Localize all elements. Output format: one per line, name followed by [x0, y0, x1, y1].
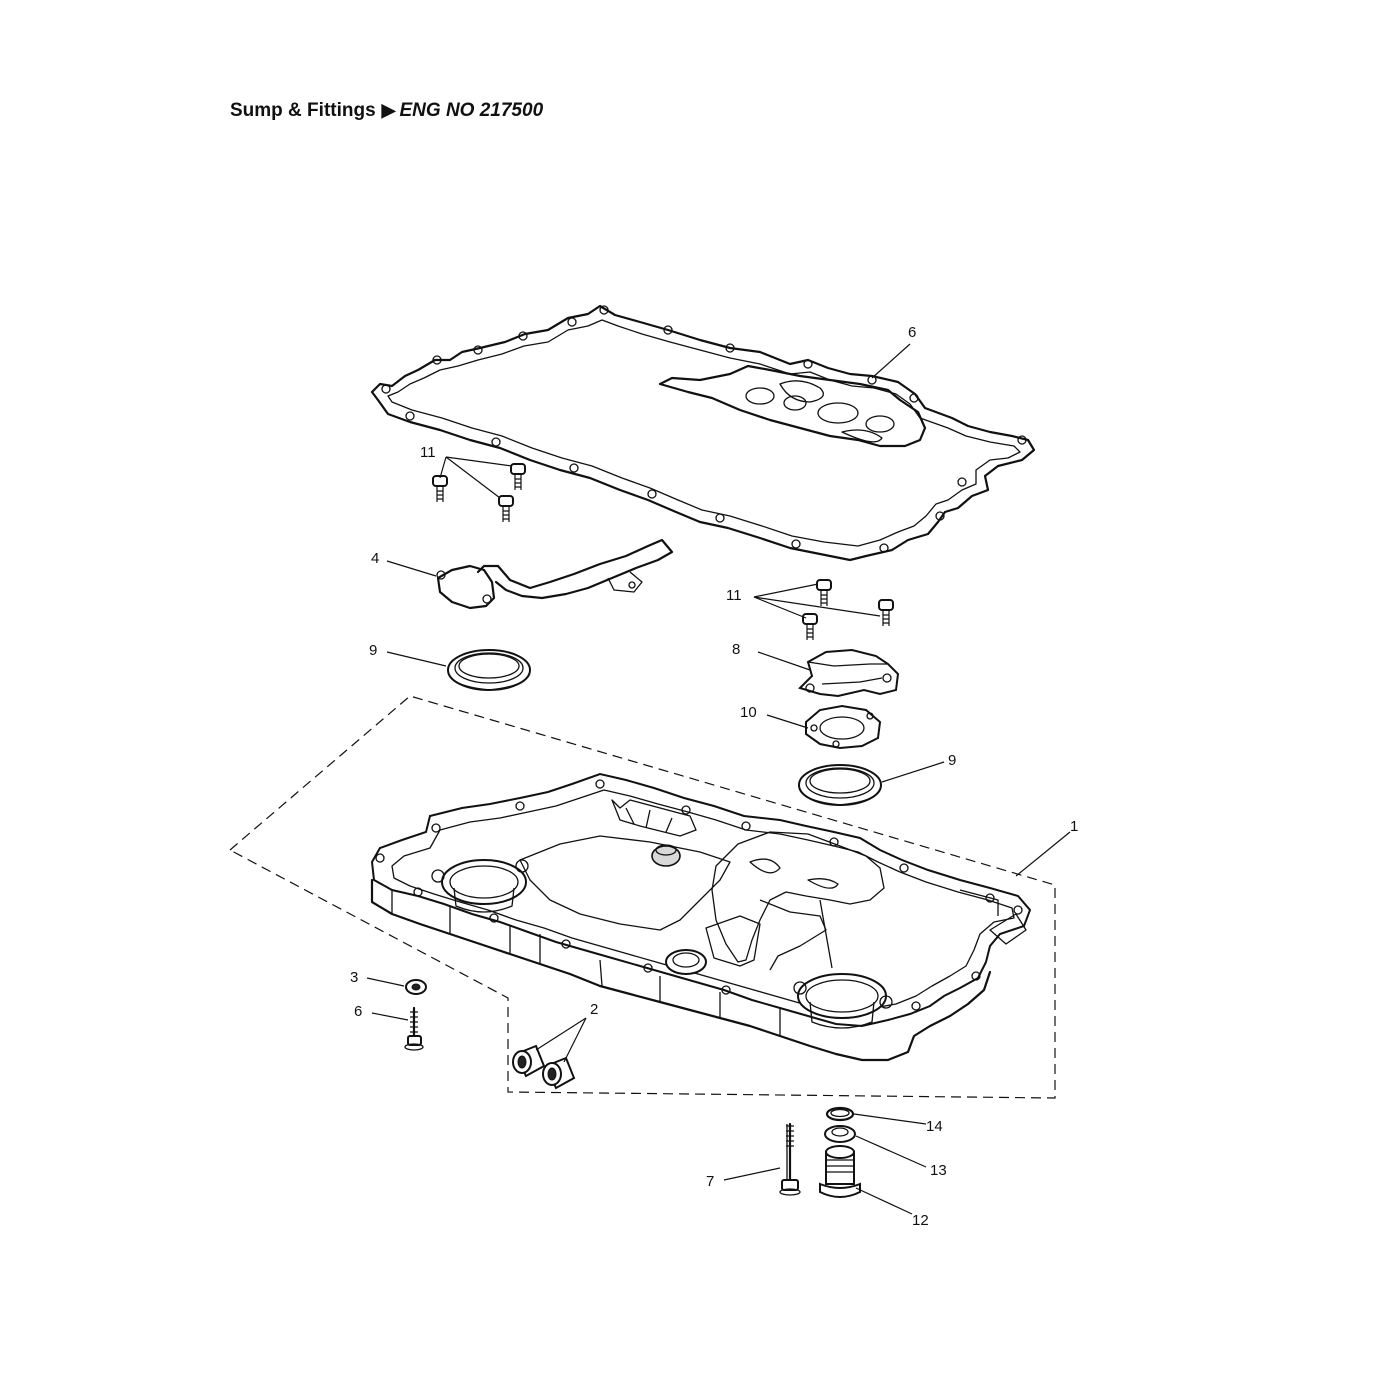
part-12-drain-plug	[819, 1145, 861, 1198]
callout-11-upper: 11	[420, 444, 436, 461]
part-5-sump-gasket	[370, 304, 1036, 562]
part-4-oil-pickup	[436, 538, 674, 610]
callout-10: 10	[740, 704, 757, 721]
callout-7: 7	[706, 1173, 714, 1190]
assembly-outline-dashed	[228, 695, 1056, 1099]
callout-9-right: 9	[948, 752, 956, 769]
triangle-right-icon: ▶	[381, 100, 396, 120]
callout-11-right: 11	[726, 587, 742, 604]
callout-labels: 6 11 4 11 9 8 10 9 1 3 6 2 7 14 13 12	[350, 324, 1078, 1229]
title-main: Sump & Fittings	[230, 100, 376, 121]
part-9-seal-left	[447, 649, 531, 691]
callout-1: 1	[1070, 818, 1078, 835]
callout-4: 4	[371, 550, 379, 567]
callout-12: 12	[912, 1212, 929, 1229]
part-7-long-bolt	[779, 1122, 801, 1196]
callout-2: 2	[590, 1001, 598, 1018]
title-engine-number: ENG NO 217500	[399, 100, 544, 121]
part-6-bolt	[404, 1006, 424, 1051]
part-11-bolts-right	[802, 579, 894, 640]
part-1-sump	[370, 772, 1032, 1062]
part-2-dowels	[512, 1044, 576, 1090]
callout-5: 6	[908, 324, 916, 341]
part-10-gasket	[805, 704, 882, 750]
part-13-washer	[824, 1125, 856, 1143]
part-14-o-ring	[825, 1106, 855, 1122]
callout-3: 3	[350, 969, 358, 986]
callout-6: 6	[354, 1003, 362, 1020]
part-11-bolts-upper	[432, 463, 526, 522]
callout-14: 14	[926, 1118, 943, 1135]
callout-8: 8	[732, 641, 740, 658]
part-3-washer	[405, 979, 427, 995]
callout-13: 13	[930, 1162, 947, 1179]
callout-9-left: 9	[369, 642, 377, 659]
part-9-seal-right	[798, 764, 882, 806]
diagram-title: Sump & Fittings▶ENG NO 217500	[230, 100, 543, 122]
part-8-cover	[798, 648, 900, 698]
leader-lines	[366, 343, 1071, 1215]
